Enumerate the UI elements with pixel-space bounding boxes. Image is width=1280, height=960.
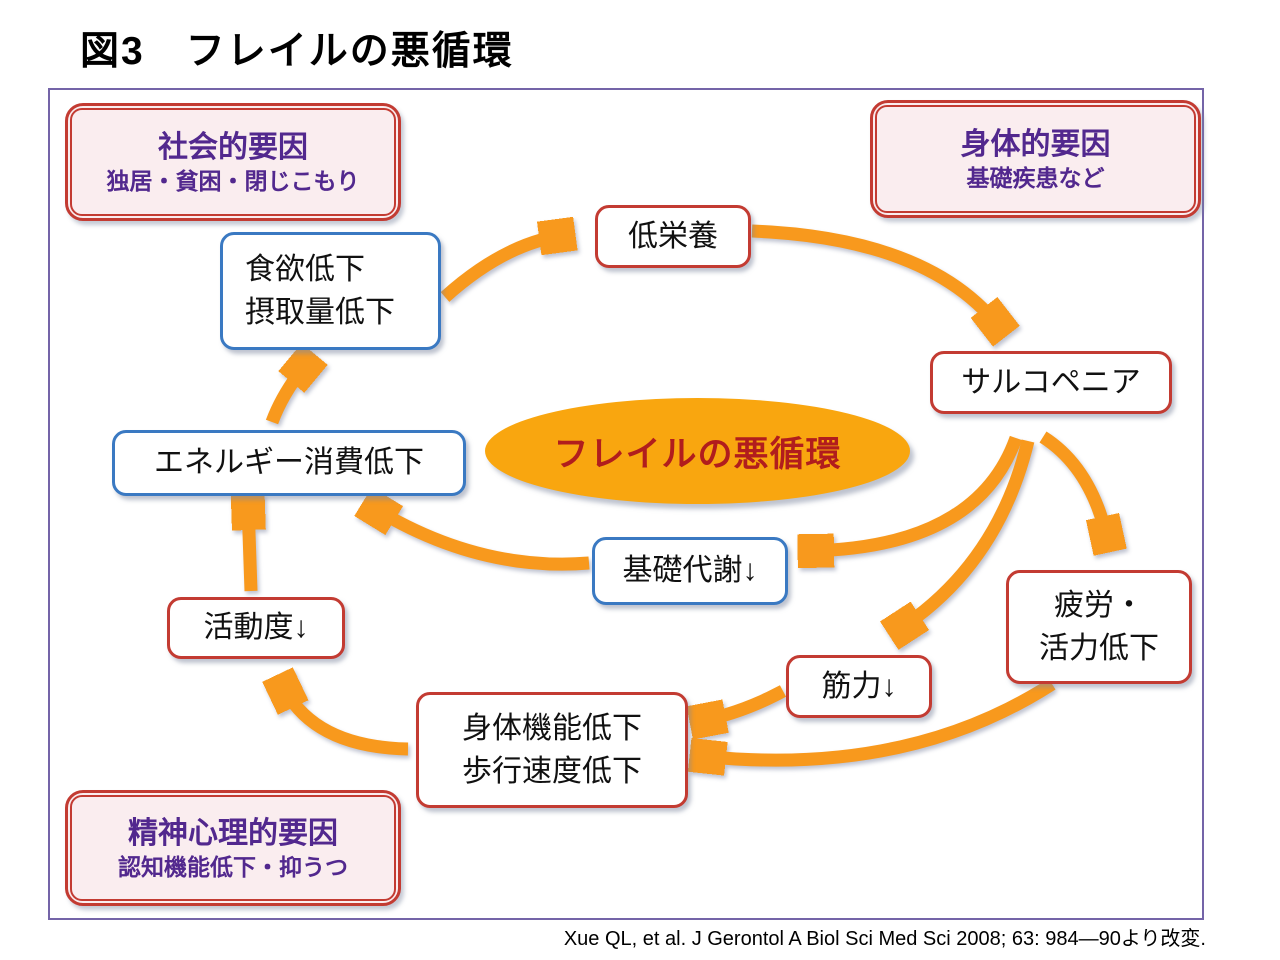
node-appetite-decline: 食欲低下 摂取量低下	[220, 232, 441, 350]
factor-social-heading: 社会的要因	[158, 131, 308, 165]
node-appetite-line1: 食欲低下	[245, 252, 365, 286]
factor-box-physical: 身体的要因 基礎疾患など	[870, 100, 1201, 218]
node-muscle-strength: 筋力↓	[786, 655, 932, 718]
node-metabolism-label: 基礎代謝↓	[622, 554, 758, 588]
factor-psychological-heading: 精神心理的要因	[128, 817, 338, 851]
diagram-frame	[48, 88, 1204, 920]
node-low-nutrition: 低栄養	[595, 205, 751, 268]
node-sarcopenia: サルコペニア	[930, 351, 1172, 414]
center-ellipse-label: フレイルの悪循環	[553, 434, 842, 474]
factor-psychological-detail: 認知機能低下・抑うつ	[118, 854, 348, 881]
center-ellipse: フレイルの悪循環	[485, 398, 910, 504]
node-basal-metabolism: 基礎代謝↓	[592, 537, 788, 605]
citation: Xue QL, et al. J Gerontol A Biol Sci Med…	[563, 928, 1206, 950]
node-physical-function: 身体機能低下 歩行速度低下	[416, 692, 688, 808]
factor-box-psychological: 精神心理的要因 認知機能低下・抑うつ	[65, 790, 401, 906]
figure-title: 図3 フレイルの悪循環	[80, 30, 514, 73]
factor-physical-detail: 基礎疾患など	[966, 165, 1105, 192]
node-energy-consumption: エネルギー消費低下	[112, 430, 466, 496]
node-activity-label: 活動度↓	[203, 611, 309, 645]
node-muscle-label: 筋力↓	[821, 669, 897, 703]
node-fatigue-vitality: 疲労・ 活力低下	[1006, 570, 1192, 684]
node-appetite-line2: 摂取量低下	[245, 296, 395, 329]
factor-physical-heading: 身体的要因	[960, 128, 1111, 162]
node-function-line1: 身体機能低下	[462, 711, 642, 745]
node-low-nutrition-label: 低栄養	[628, 219, 718, 253]
node-fatigue-line2: 活力低下	[1039, 632, 1159, 665]
node-fatigue-line1: 疲労・	[1054, 588, 1144, 622]
factor-box-social: 社会的要因 独居・貧困・閉じこもり	[65, 103, 401, 221]
node-activity-level: 活動度↓	[167, 597, 345, 659]
node-energy-label: エネルギー消費低下	[154, 446, 424, 480]
factor-social-detail: 独居・貧困・閉じこもり	[106, 168, 360, 195]
node-function-line2: 歩行速度低下	[462, 755, 642, 788]
node-sarcopenia-label: サルコペニア	[961, 365, 1141, 399]
